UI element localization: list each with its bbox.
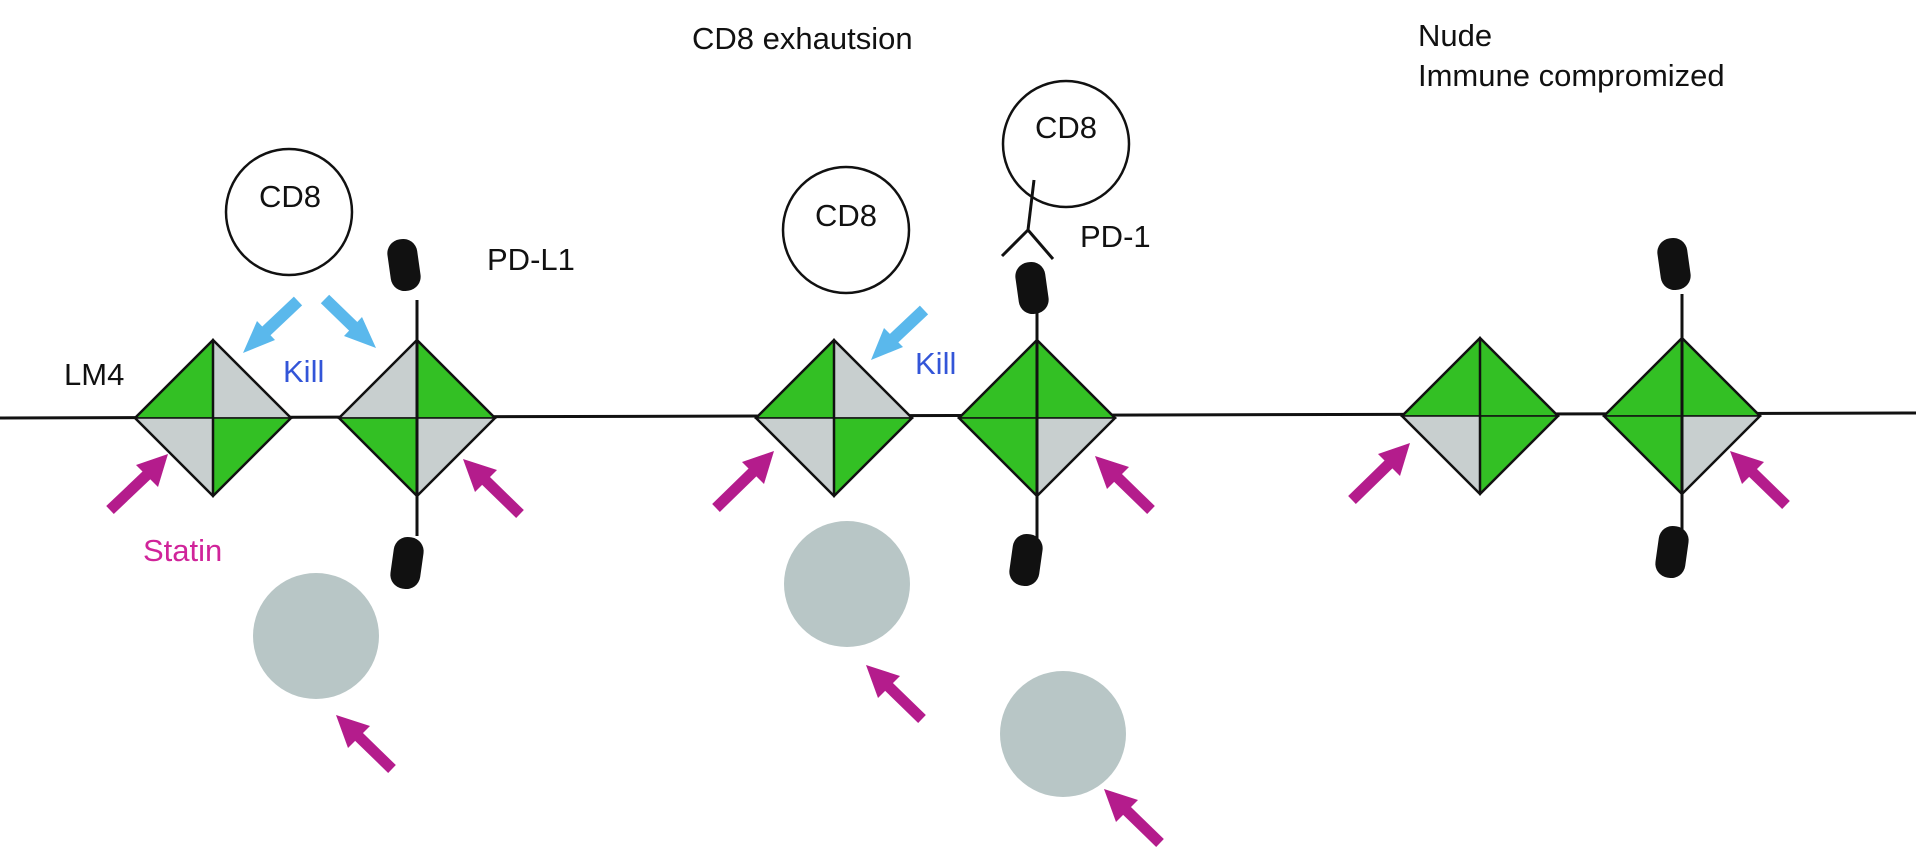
statin-arrow-icon [463, 459, 524, 518]
cd8-exhausted-cell-icon [1001, 79, 1131, 209]
cd8-label: CD8 [815, 198, 877, 233]
tumor-cell-icon [133, 338, 293, 498]
statin-arrow-icon [1104, 789, 1164, 847]
panel-middle: CD8 exhautsion CD8 Kill CD8 [692, 21, 1164, 847]
statin-label: Statin [143, 533, 222, 568]
tumor-cell-pdl1-icon [1602, 294, 1762, 538]
statin-arrow-icon [1730, 451, 1790, 509]
kill-label: Kill [915, 346, 956, 381]
tumor-cell-pdl1-icon [337, 300, 497, 536]
statin-arrow-icon [336, 715, 396, 773]
kill-arrow-icon [871, 305, 929, 360]
statin-particle-icon [1000, 671, 1126, 797]
cd8-cell-icon [224, 147, 354, 277]
pd1-receptor-icon [1000, 179, 1055, 260]
lm4-label: LM4 [64, 357, 124, 392]
statin-particle-icon [253, 573, 379, 699]
panel-title-nude: Nude [1418, 18, 1492, 53]
kill-arrow-icon [320, 294, 376, 348]
tumor-cell-icon [754, 338, 914, 498]
pdl1-receptor-icon [1657, 237, 1691, 291]
tumor-cell-icon [1400, 336, 1560, 496]
panel-left: CD8 PD-L1 LM4 Kill Statin [64, 147, 575, 773]
pdl1-receptor-icon [1015, 261, 1049, 315]
statin-arrow-icon [106, 454, 168, 514]
panel-right: Nude Immune compromized [1348, 18, 1790, 579]
panel-title-exhaustion: CD8 exhautsion [692, 21, 913, 56]
pdl1-receptor-icon [387, 238, 421, 292]
statin-arrow-icon [712, 451, 774, 512]
pd1-label: PD-1 [1080, 219, 1151, 254]
kill-label: Kill [283, 354, 324, 389]
panel-subtitle-immune: Immune compromized [1418, 58, 1725, 93]
statin-arrow-icon [1095, 456, 1155, 514]
statin-arrow-icon [1348, 443, 1410, 504]
statin-arrow-icon [866, 665, 926, 723]
pdl1-receptor-icon [1009, 533, 1043, 587]
statin-particle-icon [784, 521, 910, 647]
pdl1-label: PD-L1 [487, 242, 575, 277]
tumor-cell-pdl1-icon [957, 298, 1117, 538]
kill-arrow-icon [243, 296, 303, 353]
cd8-cell-icon [781, 165, 911, 295]
pdl1-receptor-icon [1655, 525, 1689, 579]
cd8-label: CD8 [259, 179, 321, 214]
cd8-exhausted-label: CD8 [1035, 110, 1097, 145]
pdl1-receptor-icon [390, 536, 424, 590]
membrane-line [0, 411, 1916, 420]
